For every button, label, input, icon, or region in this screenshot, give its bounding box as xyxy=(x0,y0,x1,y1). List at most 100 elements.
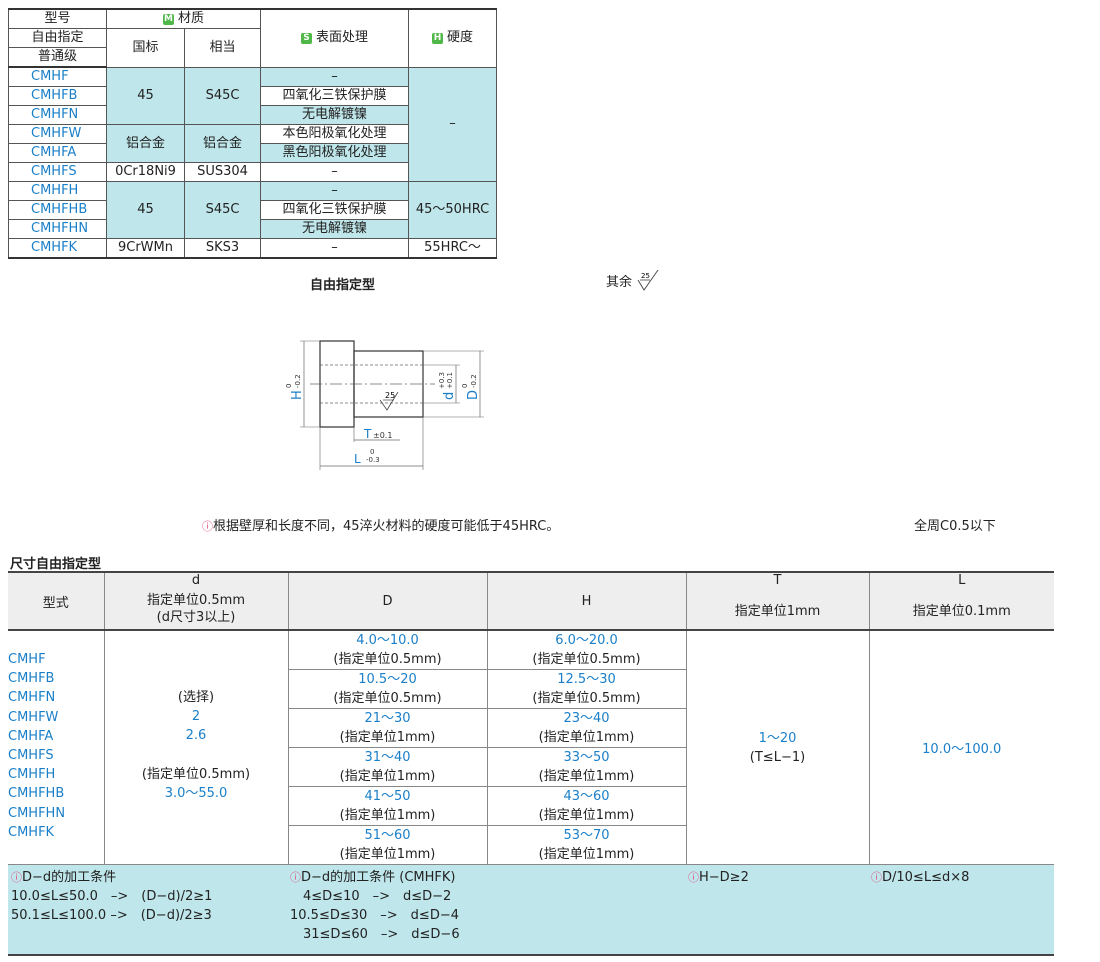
H-unit: (指定单位1mm) xyxy=(486,728,687,748)
H-unit: (指定单位1mm) xyxy=(486,767,687,787)
H-range: 53～70 xyxy=(486,825,687,845)
svg-text:-0.3: -0.3 xyxy=(366,456,380,464)
roughness-value: 25 xyxy=(385,391,395,400)
condition-2: ⓘD−d的加工条件 (CMHFK) 4≤D≤10 –> d≤D−2 10.5≤D… xyxy=(288,864,686,956)
header-model: 型号 xyxy=(8,9,107,29)
model-cell: CMHFW xyxy=(8,124,107,144)
material-equivalent: SUS304 xyxy=(183,162,262,182)
D-unit: (指定单位1mm) xyxy=(287,728,488,748)
H-range: 33～50 xyxy=(486,747,687,767)
D-range: 21～30 xyxy=(287,708,488,728)
dim-d-label: d xyxy=(442,392,457,400)
header-T: T xyxy=(685,571,870,589)
condition-3: ⓘH−D≥2 xyxy=(686,864,869,956)
hardness-cell: 45～50HRC xyxy=(408,181,498,239)
info-icon: ⓘ xyxy=(688,871,699,884)
svg-text:+0.3: +0.3 xyxy=(438,372,446,389)
surface-badge-icon: S xyxy=(301,33,312,45)
header-D: D xyxy=(287,571,488,631)
H-unit: (指定单位0.5mm) xyxy=(486,689,687,709)
header-national: 国标 xyxy=(106,28,185,68)
svg-text:±0.1: ±0.1 xyxy=(373,431,392,440)
D-unit: (指定单位1mm) xyxy=(287,806,488,826)
hardness-badge-icon: H xyxy=(432,33,443,45)
d-values: (选择) 2 2.6 (指定单位0.5mm) 3.0～55.0 xyxy=(103,630,289,865)
surface-cell: 无电解镀镍 xyxy=(260,219,410,239)
H-unit: (指定单位1mm) xyxy=(486,845,687,865)
surface-cell: 四氧化三铁保护膜 xyxy=(260,200,410,220)
material-national: 铝合金 xyxy=(106,124,185,163)
header-L-unit: 指定单位0.1mm xyxy=(868,589,1054,631)
surface-cell: 无电解镀镍 xyxy=(260,105,410,125)
material-equivalent: SKS3 xyxy=(183,238,262,259)
H-range: 12.5～30 xyxy=(486,669,687,689)
D-unit: (指定单位1mm) xyxy=(287,845,488,865)
dim-L-label: L xyxy=(354,452,361,466)
header-normal-grade: 普通级 xyxy=(8,47,107,68)
surface-cell: 本色阳极氧化处理 xyxy=(260,124,410,144)
T-values: 1～20 (T≤L−1) xyxy=(685,630,870,865)
D-range: 10.5～20 xyxy=(287,669,488,689)
material-national: 0Cr18Ni9 xyxy=(106,162,185,182)
surface-cell: 黑色阳极氧化处理 xyxy=(260,143,410,163)
header-equivalent: 相当 xyxy=(183,28,262,68)
chamfer-note: 全周C0.5以下 xyxy=(914,519,996,534)
info-icon: ⓘ xyxy=(202,520,213,533)
dim-H-label: H xyxy=(290,390,305,400)
header-d-unit: 指定单位0.5mm(d尺寸3以上) xyxy=(103,589,289,631)
header-L: L xyxy=(868,571,1054,589)
section-title: 尺寸自由指定型 xyxy=(10,557,102,572)
svg-text:+0.1: +0.1 xyxy=(446,372,454,389)
material-national: 9CrWMn xyxy=(106,238,185,259)
material-national: 45 xyxy=(106,67,185,125)
material-equivalent: 铝合金 xyxy=(183,124,262,163)
info-icon: ⓘ xyxy=(11,871,22,884)
hardness-note: ⓘ根据壁厚和长度不同，45淬火材料的硬度可能低于45HRC。 xyxy=(202,519,560,534)
model-cell: CMHFHB xyxy=(8,200,107,220)
condition-4: ⓘD/10≤L≤d×8 xyxy=(869,864,1054,956)
model-cell: CMHFH xyxy=(8,181,107,201)
roughness-note: 其余 25 xyxy=(606,269,662,292)
D-unit: (指定单位0.5mm) xyxy=(287,650,488,670)
part-drawing: 25 H 0 -0.2 d +0.3 +0.1 D 0 -0.2 T ±0.1 … xyxy=(285,340,484,470)
material-badge-icon: M xyxy=(163,14,174,25)
drawing-caption: 自由指定型 xyxy=(310,278,376,293)
svg-text:0: 0 xyxy=(370,448,374,456)
svg-text:0: 0 xyxy=(461,384,469,388)
dim-T-label: T xyxy=(363,427,372,441)
svg-text:0: 0 xyxy=(285,384,293,388)
header-d: d xyxy=(103,571,289,589)
H-range: 43～60 xyxy=(486,786,687,806)
D-unit: (指定单位1mm) xyxy=(287,767,488,787)
svg-text:25: 25 xyxy=(641,272,650,280)
D-range: 31～40 xyxy=(287,747,488,767)
model-cell: CMHF xyxy=(8,67,107,87)
header-type: 型式 xyxy=(8,571,105,631)
L-values: 10.0～100.0 xyxy=(868,630,1054,865)
size-table: 型式 d D H T L 指定单位0.5mm(d尺寸3以上) 指定单位1mm 指… xyxy=(8,571,1054,956)
H-range: 23～40 xyxy=(486,708,687,728)
surface-cell: – xyxy=(260,181,410,201)
surface-cell: 四氧化三铁保护膜 xyxy=(260,86,410,106)
material-equivalent: S45C xyxy=(183,67,262,125)
D-range: 41～50 xyxy=(287,786,488,806)
surface-cell: – xyxy=(260,162,410,182)
surface-cell: – xyxy=(260,67,410,87)
svg-text:-0.2: -0.2 xyxy=(294,374,302,388)
hardness-cell: 55HRC～ xyxy=(408,238,498,259)
condition-1: ⓘD−d的加工条件 10.0≤L≤50.0 –> (D−d)/2≥1 50.1≤… xyxy=(8,864,288,956)
header-free-spec: 自由指定 xyxy=(8,28,107,48)
material-national: 45 xyxy=(106,181,185,239)
header-T-unit: 指定单位1mm xyxy=(685,589,870,631)
info-icon: ⓘ xyxy=(871,871,882,884)
model-cell: CMHFA xyxy=(8,143,107,163)
D-range: 4.0～10.0 xyxy=(287,630,488,650)
model-cell: CMHFHN xyxy=(8,219,107,239)
surface-cell: – xyxy=(260,238,410,259)
dim-D-label: D xyxy=(466,390,481,400)
